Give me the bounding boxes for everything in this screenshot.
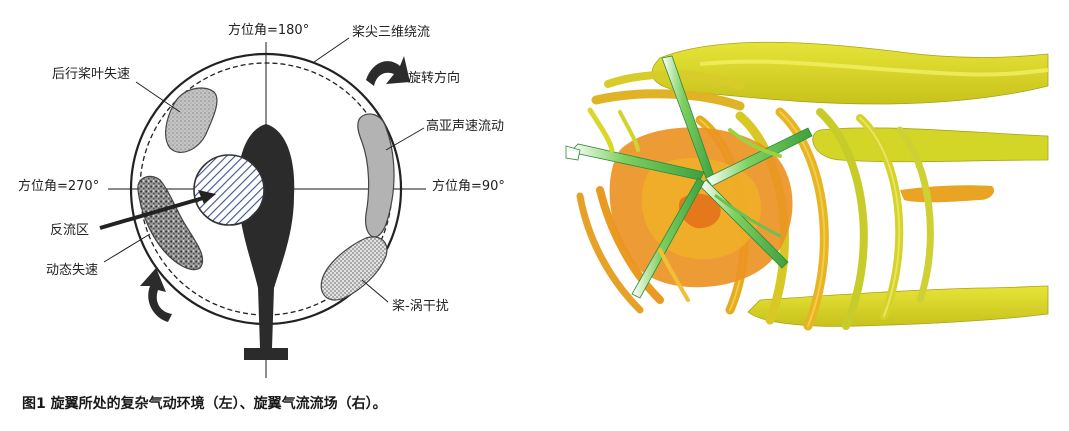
reverse-flow-pointer-head — [198, 190, 216, 204]
label-rotation-direction: 旋转方向 — [408, 70, 460, 86]
label-tip-flow: 桨尖三维绕流 — [352, 24, 430, 40]
figure-caption: 图1 旋翼所处的复杂气动环境（左）、旋翼气流流场（右）。 — [22, 396, 387, 412]
rotation-arrow-bottom-icon — [140, 268, 172, 322]
leader-dynamic-stall — [103, 233, 151, 263]
label-azimuth-270: 方位角=270° — [18, 178, 99, 194]
reverse-flow-pointer — [99, 194, 211, 230]
wake-lower-tube — [747, 285, 1049, 327]
retreating-stall-region — [165, 87, 218, 153]
leader-tip-flow — [313, 37, 350, 63]
label-dynamic-stall: 动态失速 — [46, 263, 98, 278]
reverse-flow-region — [193, 154, 265, 226]
label-azimuth-180: 方位角=180° — [228, 22, 309, 38]
transonic-flow-region — [357, 113, 395, 238]
label-blade-vortex: 桨-涡干扰 — [392, 298, 449, 314]
leader-blade-vortex — [361, 279, 389, 303]
leader-transonic — [385, 127, 425, 151]
rotation-arrow-top-icon — [366, 56, 410, 86]
rotor-diagram: 方位角=180° 桨尖三维绕流 旋转方向 后行桨叶失速 高亚声速流动 方位角=2… — [18, 22, 505, 378]
label-azimuth-90: 方位角=90° — [432, 178, 505, 194]
flow-field-render — [565, 41, 1049, 331]
label-reverse-flow: 反流区 — [50, 223, 89, 238]
dynamic-stall-region — [137, 175, 204, 271]
blade-vortex-region — [320, 236, 388, 301]
label-transonic-flow: 高亚声速流动 — [426, 118, 504, 134]
leader-retreating-stall — [135, 81, 181, 113]
label-retreating-stall: 后行桨叶失速 — [52, 66, 130, 82]
